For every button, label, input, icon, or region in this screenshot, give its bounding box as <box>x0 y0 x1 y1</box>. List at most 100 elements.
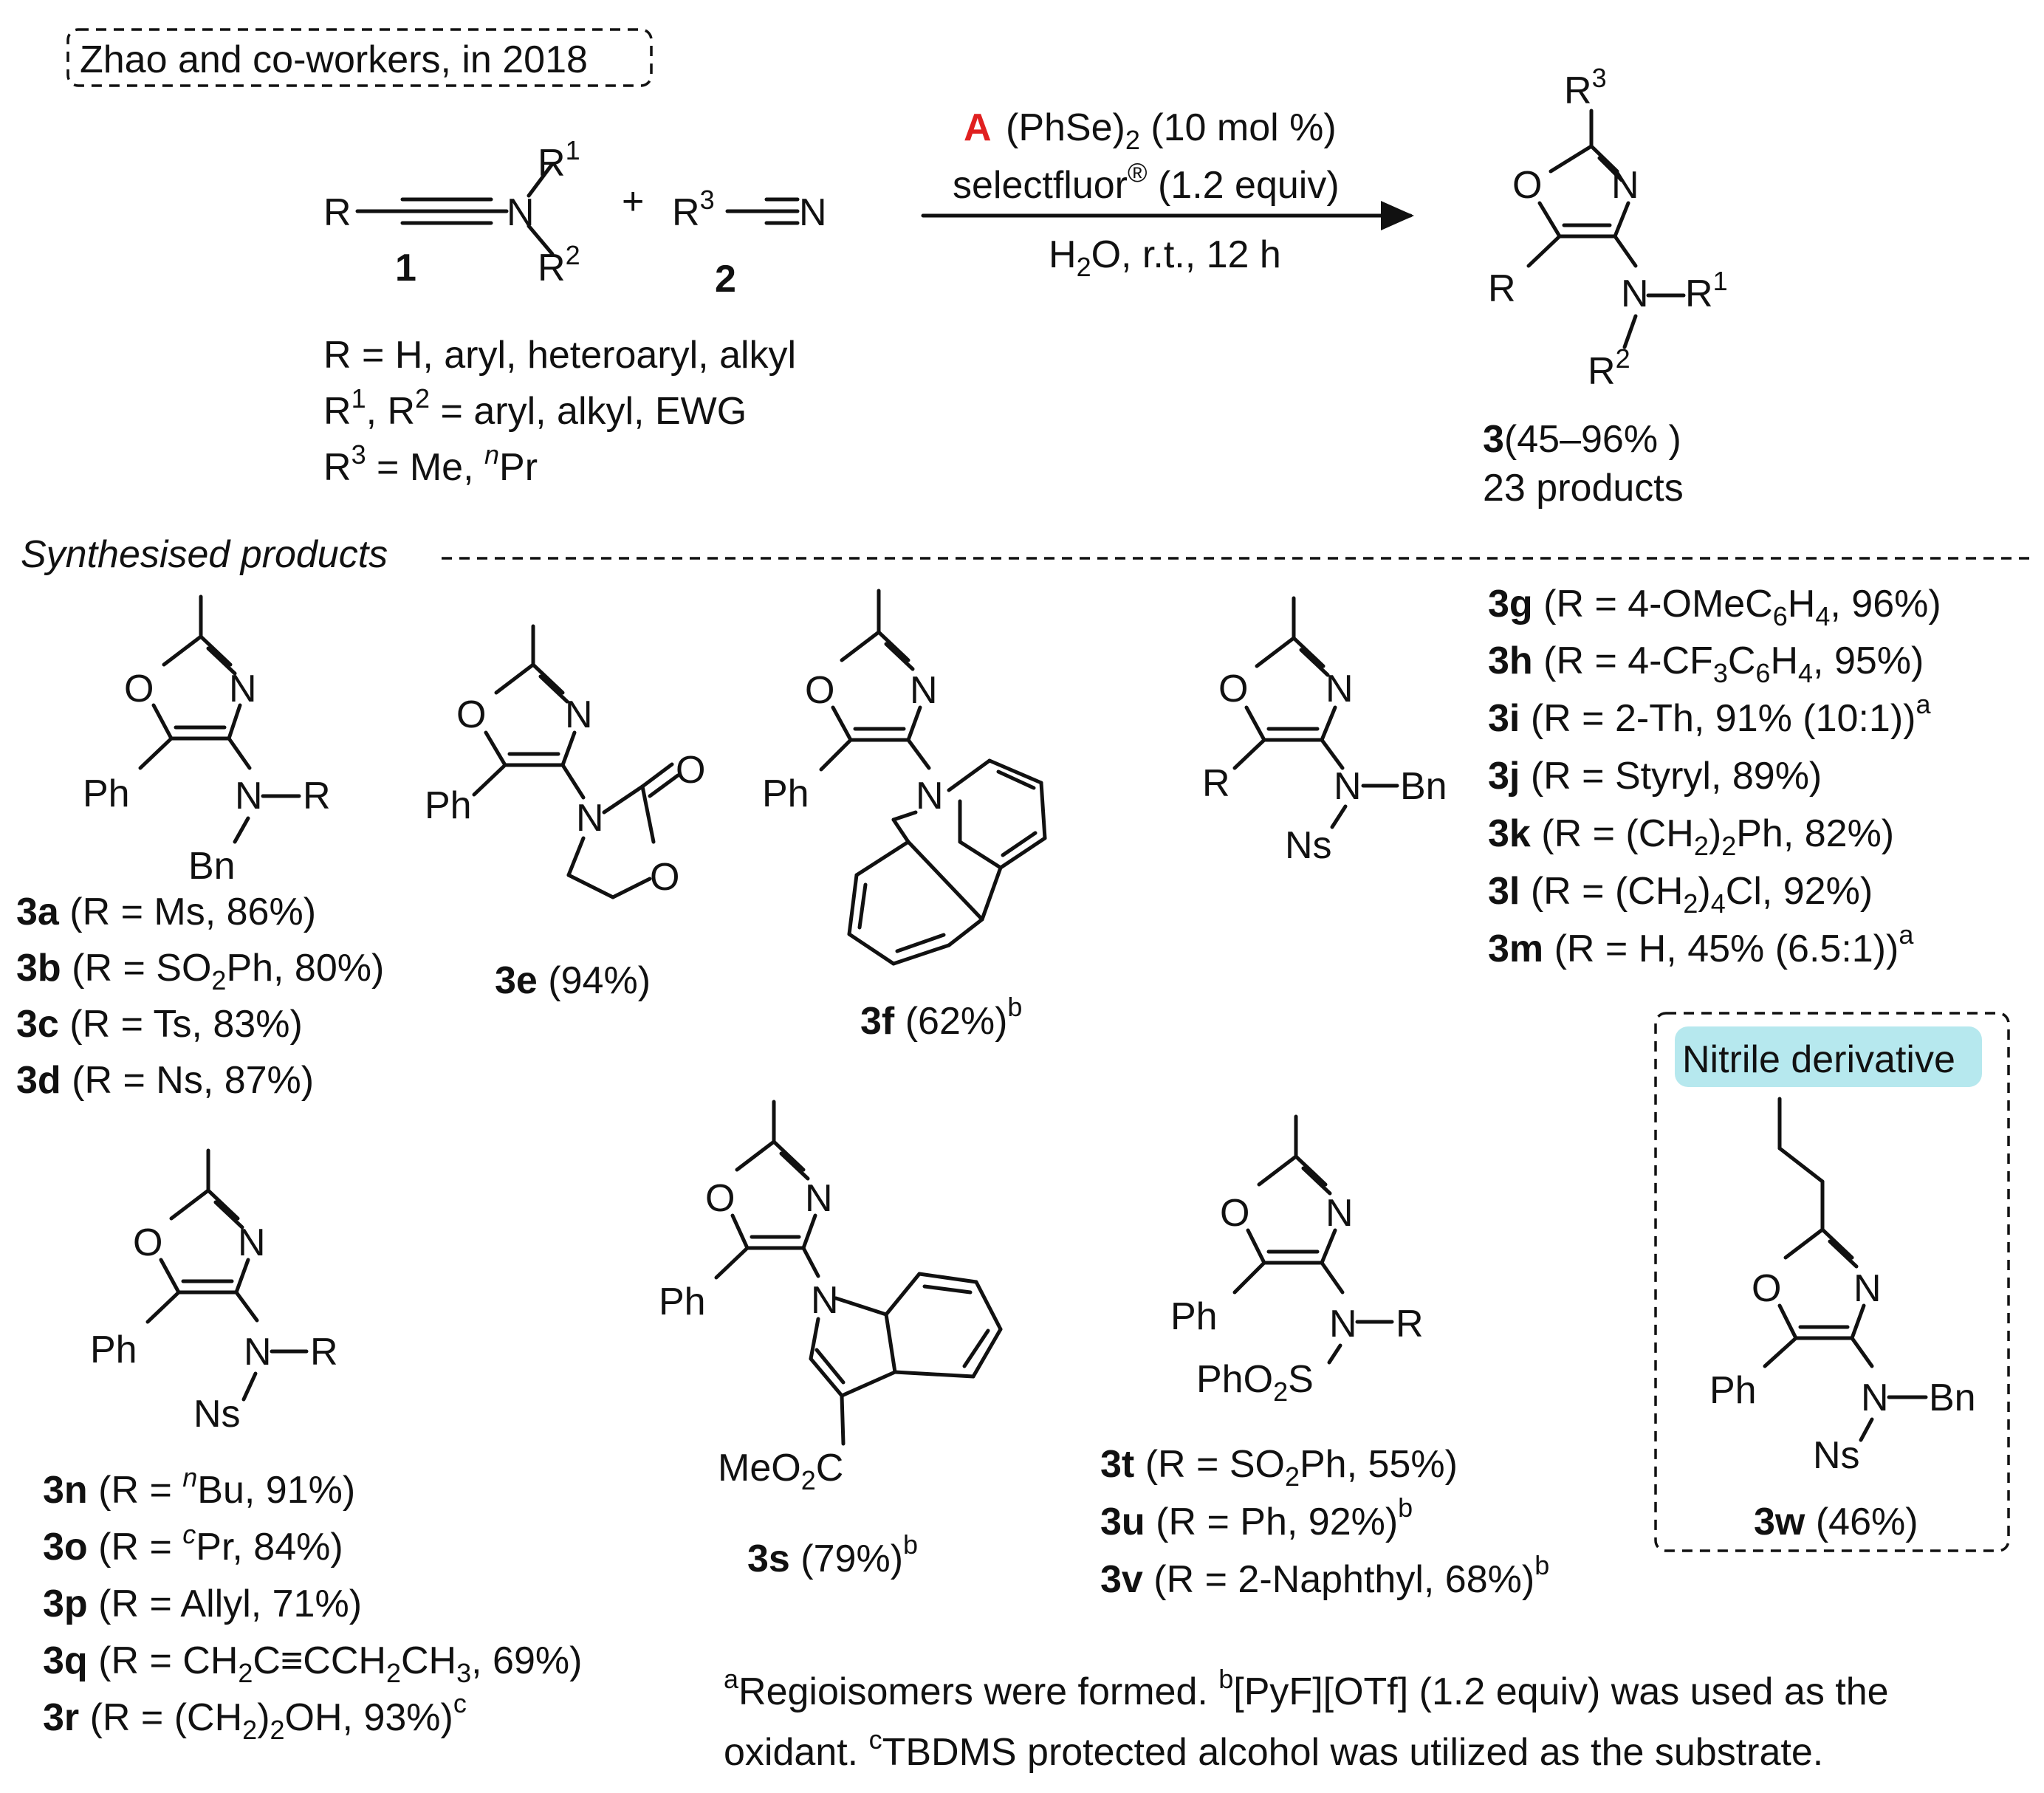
ring-n: N <box>1611 164 1639 207</box>
box-title: Nitrile derivative <box>1682 1038 1955 1081</box>
compound-3t: 3t (R = SO2Ph, 55%) <box>1100 1443 1458 1492</box>
compound-3b: 3b (R = SO2Ph, 80%) <box>16 947 384 995</box>
atom-n-carbazole: N <box>916 775 944 817</box>
compound-3c: 3c (R = Ts, 83%) <box>16 1003 303 1046</box>
atom-ester: MeO2C <box>718 1447 843 1495</box>
atom-n-product: N <box>1621 272 1649 315</box>
product-yield-line: 3(45–96% ) <box>1483 418 1681 461</box>
structure-3a-3d: O N Ph N R Bn <box>83 594 331 888</box>
highlight-badge <box>1675 1026 1982 1087</box>
ring-o: O <box>705 1177 735 1220</box>
header-box: Zhao and co-workers, in 2018 <box>66 28 653 87</box>
labels-3a-3d: 3a (R = Ms, 86%) 3b (R = SO2Ph, 80%) 3c … <box>16 891 384 1102</box>
ring-n: N <box>1853 1267 1882 1310</box>
structure-3t-3v: O N Ph N R PhO2S <box>1170 1114 1424 1407</box>
footnotes: aRegioisomers were formed. b[PyF][OTf] (… <box>724 1664 1889 1774</box>
compound-3j: 3j (R = Styryl, 89%) <box>1488 755 1822 798</box>
structure-3g-3m: O N R N Bn Ns <box>1202 596 1447 867</box>
labels-3g-3m: 3g (R = 4-OMeC6H4, 96%) 3h (R = 4-CF3C6H… <box>1488 583 1941 970</box>
atom-r: R <box>1396 1303 1424 1345</box>
compound-3o: 3o (R = cPr, 84%) <box>43 1519 343 1569</box>
atom-ph: Ph <box>90 1329 137 1371</box>
compound-3s: 3s (79%)b <box>747 1529 918 1580</box>
substituent-r3: R3 = Me, nPr <box>323 439 538 489</box>
compound-3h: 3h (R = 4-CF3C6H4, 95%) <box>1488 640 1924 688</box>
ring-o: O <box>1218 668 1248 710</box>
atom-r3-product: R3 <box>1564 63 1607 112</box>
compound-3q: 3q (R = CH2C≡CCH2CH3, 69%) <box>43 1639 582 1688</box>
ring-o: O <box>133 1221 162 1264</box>
atom-ph: Ph <box>1709 1369 1757 1412</box>
compound-3v: 3v (R = 2-Naphthyl, 68%)b <box>1100 1550 1549 1601</box>
atom-bn: Bn <box>1929 1377 1976 1419</box>
ring-o: O <box>124 668 154 710</box>
compound-3u: 3u (R = Ph, 92%)b <box>1100 1492 1413 1543</box>
atom-r: R <box>310 1331 338 1374</box>
footnote-line-2: oxidant. cTBDMS protected alcohol was ut… <box>724 1724 1823 1774</box>
atom-r1: R1 <box>538 135 580 185</box>
atom-ph: Ph <box>83 772 130 815</box>
atom-r: R <box>303 775 331 817</box>
atom-ns: Ns <box>193 1393 241 1436</box>
atom-n-sub: N <box>244 1331 272 1374</box>
compound-3p: 3p (R = Allyl, 71%) <box>43 1583 362 1625</box>
atom-n-sub: N <box>235 775 263 817</box>
atom-n-sub: N <box>1329 1303 1357 1345</box>
conditions: A (PhSe)2 (10 mol %) selectfluor® (1.2 e… <box>921 106 1414 282</box>
ring-o: O <box>1512 164 1542 207</box>
atom-r-product: R <box>1488 267 1516 310</box>
section-title: Synthesised products <box>21 533 388 576</box>
labels-3n-3r: 3n (R = nBu, 91%) 3o (R = cPr, 84%) 3p (… <box>43 1462 582 1745</box>
reactant-2-label: 2 <box>715 258 736 301</box>
atom-n-ox: N <box>576 797 604 840</box>
substituent-r: R = H, aryl, heteroaryl, alkyl <box>323 334 796 377</box>
compound-3w: 3w (46%) <box>1754 1501 1918 1543</box>
ring-n: N <box>1325 668 1354 710</box>
reactant-1-label: 1 <box>395 247 416 289</box>
structure-3s: O N Ph N MeO2C <box>659 1100 1003 1495</box>
atom-r: R <box>323 191 351 234</box>
compound-3i: 3i (R = 2-Th, 91% (10:1))a <box>1488 689 1931 740</box>
atom-r1-product: R1 <box>1685 266 1728 315</box>
catalyst-label: A <box>964 106 992 149</box>
atom-n-sub: N <box>1861 1377 1889 1419</box>
ring-n: N <box>805 1177 833 1220</box>
atom-o-carbonyl: O <box>676 749 705 792</box>
structure-3f: O N Ph N <box>762 589 1047 966</box>
ring-n: N <box>229 668 257 710</box>
compound-3a: 3a (R = Ms, 86%) <box>16 891 316 933</box>
atom-n-indole: N <box>811 1279 839 1322</box>
ring-n: N <box>565 693 593 736</box>
atom-ns: Ns <box>1285 824 1332 867</box>
atom-r2: R2 <box>538 240 580 289</box>
product-count: 23 products <box>1483 467 1684 510</box>
ring-n: N <box>1325 1192 1354 1235</box>
labels-3t-3v: 3t (R = SO2Ph, 55%) 3u (R = Ph, 92%)b 3v… <box>1100 1443 1549 1601</box>
atom-ph: Ph <box>425 784 472 827</box>
conditions-line-1: (PhSe)2 (10 mol %) <box>1006 106 1337 155</box>
substituent-r1-r2: R1, R2 = aryl, alkyl, EWG <box>323 383 747 433</box>
ring-o: O <box>805 669 834 712</box>
atom-n-sub: N <box>1334 765 1362 808</box>
product-3-general: R3 O N R N R1 R2 3(45–96% ) 23 products <box>1483 63 1728 510</box>
atom-n2: N <box>799 191 827 234</box>
ring-o: O <box>1752 1267 1781 1310</box>
compound-3r: 3r (R = (CH2)2OH, 93%)c <box>43 1688 467 1745</box>
atom-sulfonyl: PhO2S <box>1196 1358 1314 1407</box>
compound-3l: 3l (R = (CH2)4Cl, 92%) <box>1488 870 1873 919</box>
substituent-definitions: R = H, aryl, heteroaryl, alkyl R1, R2 = … <box>323 334 796 489</box>
compound-3g: 3g (R = 4-OMeC6H4, 96%) <box>1488 583 1941 631</box>
plus-sign: + <box>622 180 644 223</box>
compound-3d: 3d (R = Ns, 87%) <box>16 1059 314 1102</box>
compound-3f: 3f (62%)b <box>860 992 1022 1043</box>
ring-o: O <box>1220 1192 1249 1235</box>
atom-bn: Bn <box>188 845 236 888</box>
atom-ns: Ns <box>1813 1434 1860 1477</box>
atom-r2-product: R2 <box>1588 343 1630 393</box>
atom-bn: Bn <box>1400 765 1447 808</box>
header-label: Zhao and co-workers, in 2018 <box>80 38 588 81</box>
atom-r3: R3 <box>672 185 715 234</box>
footnote-line-1: aRegioisomers were formed. b[PyF][OTf] (… <box>724 1664 1889 1713</box>
reactant-2-nitrile: R3 N 2 <box>672 185 827 301</box>
